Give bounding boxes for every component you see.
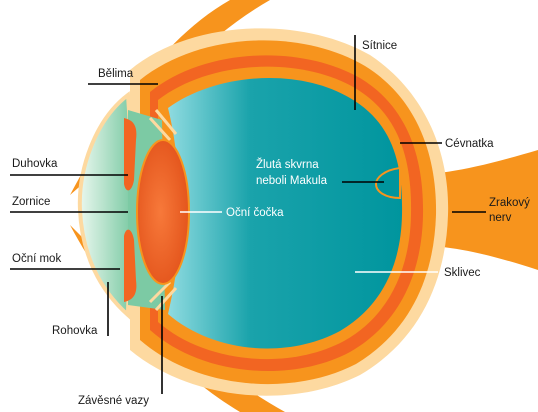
- label-ocni-cocka: Oční čočka: [226, 207, 284, 219]
- label-sitnice: Sítnice: [362, 40, 397, 52]
- label-zrakovy-line2: nerv: [489, 212, 512, 224]
- label-cevnatka: Cévnatka: [445, 138, 494, 150]
- label-duhovka: Duhovka: [12, 158, 58, 170]
- label-rohovka: Rohovka: [52, 325, 98, 337]
- label-ocni-mok: Oční mok: [12, 253, 61, 265]
- label-belima: Bělima: [98, 68, 134, 80]
- label-sklivec: Sklivec: [444, 267, 481, 279]
- label-zornice: Zornice: [12, 196, 50, 208]
- label-zrakovy-line1: Zrakový: [489, 197, 530, 209]
- label-makula-line2: neboli Makula: [256, 175, 328, 187]
- label-makula-line1: Žlutá skvrna: [256, 158, 319, 171]
- label-zavesne-vazy: Závěsné vazy: [78, 395, 149, 407]
- vitreous-body: [168, 78, 402, 349]
